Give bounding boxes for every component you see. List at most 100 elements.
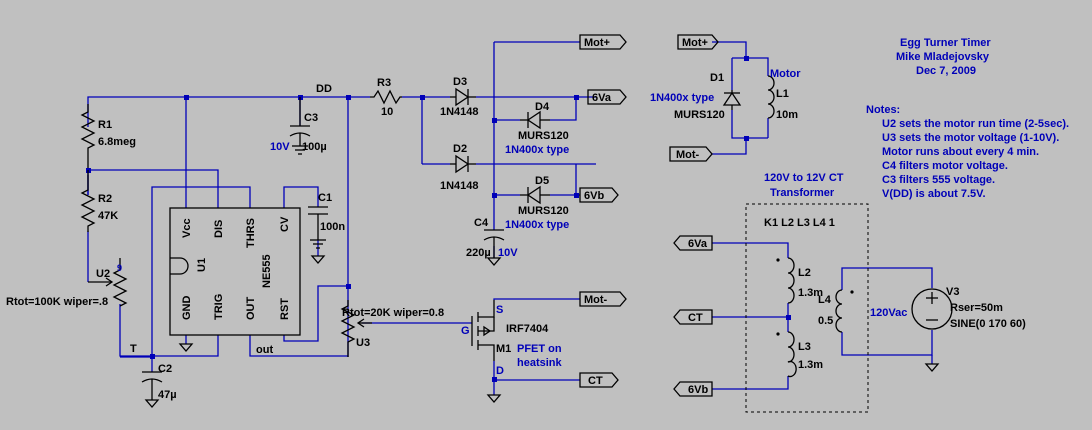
v3-vac: 120Vac [870, 307, 907, 319]
u1-pin-gnd: GND [181, 296, 193, 321]
transformer-title-1: 120V to 12V CT [764, 172, 844, 184]
r1-ref: R1 [98, 119, 112, 131]
notes-line-4: C4 filters motor voltage. [882, 160, 1008, 172]
c1-value: 100n [320, 221, 345, 233]
d5-ref: D5 [535, 175, 549, 187]
d1-symbol [722, 90, 742, 110]
c2-ref: C2 [158, 363, 172, 375]
m1-value: IRF7404 [506, 323, 549, 335]
l1-label: Motor [770, 68, 801, 80]
notes-line-6: V(DD) is about 7.5V. [882, 188, 986, 200]
u3-ref: U3 [356, 337, 370, 349]
d4-symbol [520, 110, 550, 130]
d5-symbol [520, 185, 550, 205]
d2-ref: D2 [453, 143, 467, 155]
m1-note1: PFET on [517, 343, 562, 355]
r2-value: 47K [98, 210, 118, 222]
r1-symbol [80, 104, 96, 168]
net-flag-ct-right: CT [579, 372, 619, 388]
u1-value: NE555 [261, 254, 273, 288]
v3-value: SINE(0 170 60) [950, 318, 1026, 330]
l4-polarity-dot [850, 290, 854, 294]
svg-text:Mot+: Mot+ [682, 37, 708, 49]
net-flag-mot-minus-right: Mot- [579, 291, 627, 307]
l1-inductor-symbol [767, 75, 775, 119]
l4-inductor-symbol [835, 289, 843, 333]
transformer-title-2: Transformer [770, 187, 835, 199]
v3-rser: Rser=50m [950, 302, 1003, 314]
header-author: Mike Mladejovsky [896, 51, 990, 63]
c4-value: 220µ [466, 247, 491, 259]
notes-line-3: Motor runs about every 4 min. [882, 146, 1039, 158]
net-flag-mot-plus-right: Mot+ [579, 34, 627, 50]
u2-pot-symbol [88, 258, 128, 307]
r3-value: 10 [381, 106, 393, 118]
transformer-outline [745, 203, 869, 413]
u1-ref: U1 [196, 258, 208, 272]
c3-ref: C3 [304, 112, 318, 124]
m1-g-label: G [461, 325, 470, 337]
m1-d-label: D [496, 365, 504, 377]
l3-inductor-symbol [787, 331, 797, 378]
d1-value: MURS120 [674, 109, 725, 121]
notes-line-1: U2 sets the motor run time (2-5sec). [882, 118, 1069, 130]
svg-text:Mot-: Mot- [584, 294, 608, 306]
header-title: Egg Turner Timer [900, 37, 991, 49]
c1-ref: C1 [318, 192, 332, 204]
m1-ref: M1 [496, 343, 511, 355]
l2-inductor-symbol [787, 257, 795, 304]
u2-ref: U2 [96, 268, 110, 280]
v3-source-symbol [911, 288, 953, 330]
l3-value: 1.3m [798, 359, 823, 371]
c3-symbol [289, 97, 311, 155]
r1-value: 6.8meg [98, 136, 136, 148]
net-label-out: out [256, 344, 273, 356]
c4-ref: C4 [474, 217, 489, 229]
c3-rating: 10V [270, 141, 290, 153]
net-flag-ct-left: CT [673, 309, 713, 325]
l4-ref: L4 [818, 294, 832, 306]
d5-value: MURS120 [518, 205, 569, 217]
svg-text:Mot+: Mot+ [584, 37, 610, 49]
l1-ref: L1 [776, 88, 789, 100]
u1-pin-cv: CV [279, 216, 291, 232]
d2-symbol [450, 154, 476, 174]
u1-pin-vcc: Vcc [181, 218, 193, 238]
u1-pin-dis: DIS [213, 220, 225, 238]
l2-value: 1.3m [798, 287, 823, 299]
u1-ic-body [169, 207, 301, 336]
l2-ref: L2 [798, 267, 811, 279]
header-date: Dec 7, 2009 [916, 65, 976, 77]
net-label-dd: DD [316, 83, 332, 95]
net-flag-6va-left: 6Va [673, 235, 713, 251]
m1-pfet-symbol [471, 300, 495, 361]
notes-line-5: C3 filters 555 voltage. [882, 174, 995, 186]
d4-ref: D4 [535, 101, 550, 113]
d2-value: 1N4148 [440, 180, 479, 192]
d1-ref: D1 [710, 72, 724, 84]
u1-pin-out: OUT [245, 297, 257, 321]
transformer-coupling: K1 L2 L3 L4 1 [764, 217, 835, 229]
d3-symbol [450, 87, 476, 107]
ground-symbols [178, 255, 940, 403]
d5-alt: 1N400x type [505, 219, 569, 231]
c2-value: 47µ [158, 389, 177, 401]
r2-symbol [80, 170, 96, 232]
svg-text:Mot-: Mot- [676, 149, 700, 161]
l2-polarity-dot [776, 258, 780, 262]
m1-s-label: S [496, 304, 503, 316]
c1-symbol [308, 206, 328, 249]
d4-alt: 1N400x type [505, 144, 569, 156]
net-label-t: T [130, 343, 137, 355]
u3-pot-symbol [340, 300, 372, 357]
u2-param: Rtot=100K wiper=.8 [6, 296, 108, 308]
r3-ref: R3 [377, 77, 391, 89]
d1-alt: 1N400x type [650, 92, 714, 104]
c3-value: 100µ [302, 141, 327, 153]
r2-ref: R2 [98, 193, 112, 205]
u2-pin: 9 [117, 263, 122, 273]
net-flag-6va-right: 6Va [587, 89, 627, 105]
d3-ref: D3 [453, 76, 467, 88]
u1-pin-thrs: THRS [245, 218, 257, 248]
